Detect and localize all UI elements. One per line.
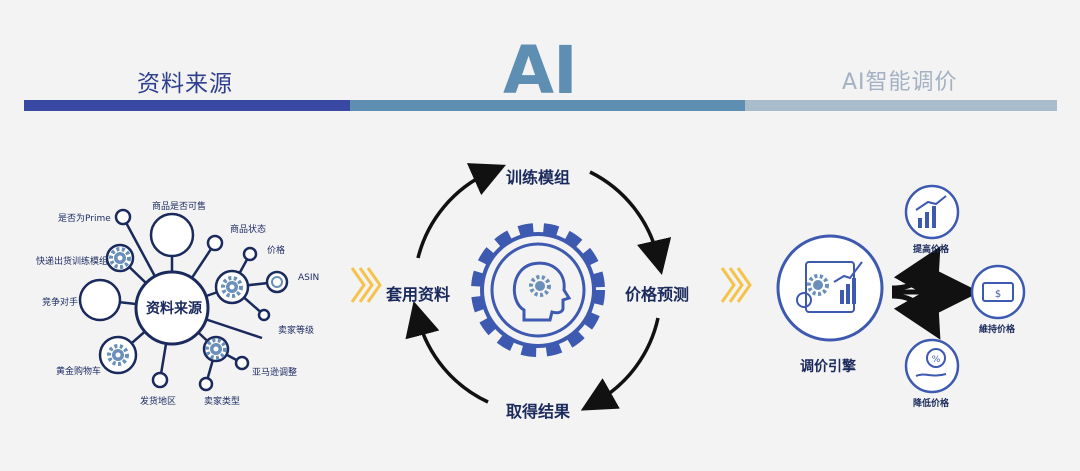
source-label: 竞争对手 [42, 298, 79, 308]
svg-text:%: % [932, 355, 941, 365]
cycle-step-predict: 价格预测 [625, 285, 690, 304]
cycle-step-train: 训练模组 [506, 168, 571, 187]
outcome-label-keep: 維持价格 [979, 325, 1016, 335]
source-label: 亚马逊调整 [252, 368, 298, 378]
section-title-sources: 资料来源 [137, 71, 233, 97]
section-title-ai: AI [503, 32, 578, 109]
source-label: 价格 [267, 246, 286, 256]
cycle-step-result: 取得结果 [506, 402, 571, 421]
source-network [78, 208, 289, 392]
source-label: 黄金购物车 [56, 367, 102, 377]
chevron-arrow-icon [350, 267, 382, 303]
progress-segment-ai [350, 100, 745, 111]
price-up-icon [904, 184, 960, 240]
source-label: 发货地区 [140, 397, 177, 407]
pricing-engine-icon [776, 234, 884, 342]
chevron-arrow-icon [720, 267, 752, 303]
outcome-label-down: 降低价格 [913, 399, 950, 409]
cycle-step-apply: 套用资料 [386, 285, 451, 304]
source-label: 快递出货训练模组 [36, 257, 109, 267]
source-label: 商品是否可售 [152, 202, 207, 212]
search-icon [271, 276, 283, 288]
price-down-icon: % [904, 338, 960, 394]
progress-segment-sources [24, 100, 350, 111]
cycle-arrows [405, 163, 672, 411]
split-arrows [891, 246, 980, 340]
source-label: ASIN [298, 273, 320, 283]
source-label: 商品状态 [230, 225, 267, 235]
svg-text:$: $ [995, 289, 1001, 300]
progress-segment-pricing [745, 100, 1057, 111]
source-label: 卖家类型 [204, 397, 241, 407]
sources-hub-label: 资料来源 [146, 301, 202, 317]
outcome-label-up: 提高价格 [913, 245, 950, 255]
section-title-ai-pricing: AI智能调价 [842, 70, 958, 95]
engine-label: 调价引擎 [800, 359, 856, 375]
price-keep-icon: $ [970, 264, 1026, 320]
ai-gear-icon [471, 223, 605, 357]
source-label: 是否为Prime [58, 214, 111, 224]
source-label: 卖家等级 [278, 326, 315, 336]
